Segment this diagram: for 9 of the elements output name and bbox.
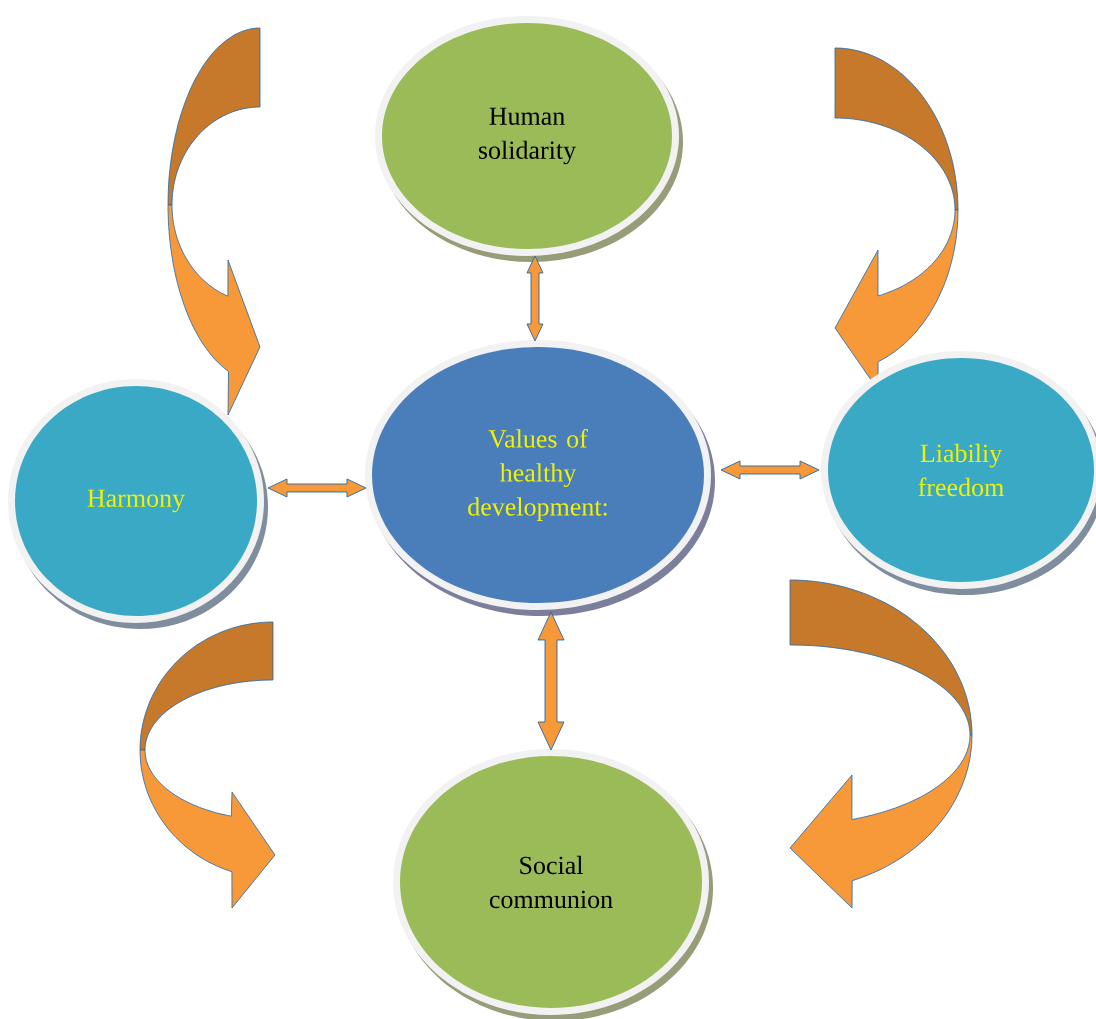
- double-arrow: [267, 478, 367, 498]
- double-arrow: [526, 255, 544, 342]
- double-arrow: [720, 460, 820, 480]
- ellipse-node: Human solidarity: [375, 16, 683, 262]
- ellipse-node: Liabiliy freedom: [821, 351, 1096, 595]
- ellipse-node: Harmony: [8, 379, 268, 629]
- double-arrow: [537, 611, 565, 751]
- ellipse-node: Social communion: [393, 749, 713, 1019]
- ellipse-node: Values of healthy development:: [365, 340, 715, 616]
